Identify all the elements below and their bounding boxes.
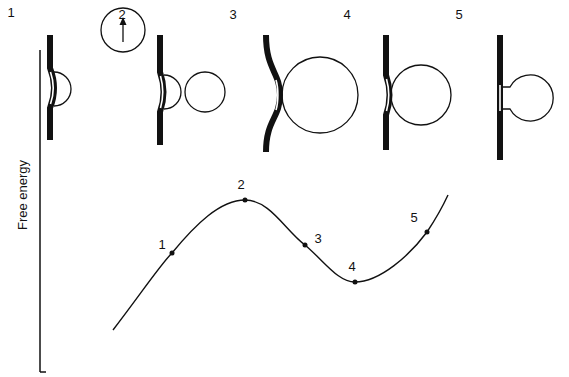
y-axis [39, 50, 41, 372]
curve-point [243, 198, 248, 203]
curve-point [170, 251, 175, 256]
curve-point [425, 230, 430, 235]
curve-point [303, 243, 308, 248]
arrow [122, 23, 123, 42]
membrane [497, 35, 503, 160]
curve-point-label: 3 [314, 232, 321, 245]
vesicle [101, 8, 145, 52]
vesicle [282, 57, 358, 133]
curve-point [353, 280, 358, 285]
membrane [160, 35, 164, 145]
stage-number: 1 [7, 6, 14, 19]
curve-point-label: 1 [158, 238, 165, 251]
hemi-vesicle [54, 72, 71, 106]
membrane [386, 35, 390, 150]
curve-point-label: 4 [348, 260, 355, 273]
vesicle [185, 72, 225, 112]
membrane [266, 35, 280, 152]
curve-point-label: 2 [237, 178, 244, 191]
stage-number: 3 [229, 8, 236, 21]
stage-number: 4 [343, 8, 350, 21]
curve-point-label: 5 [410, 211, 417, 224]
stage-number: 5 [455, 8, 462, 21]
membrane [50, 35, 54, 140]
vesicle [391, 65, 451, 125]
fusion-pore [503, 75, 553, 121]
energy-curve [113, 195, 448, 330]
hemi-vesicle [164, 75, 181, 109]
axis-label: Free energy [16, 160, 29, 230]
stage-number: 2 [118, 8, 125, 21]
